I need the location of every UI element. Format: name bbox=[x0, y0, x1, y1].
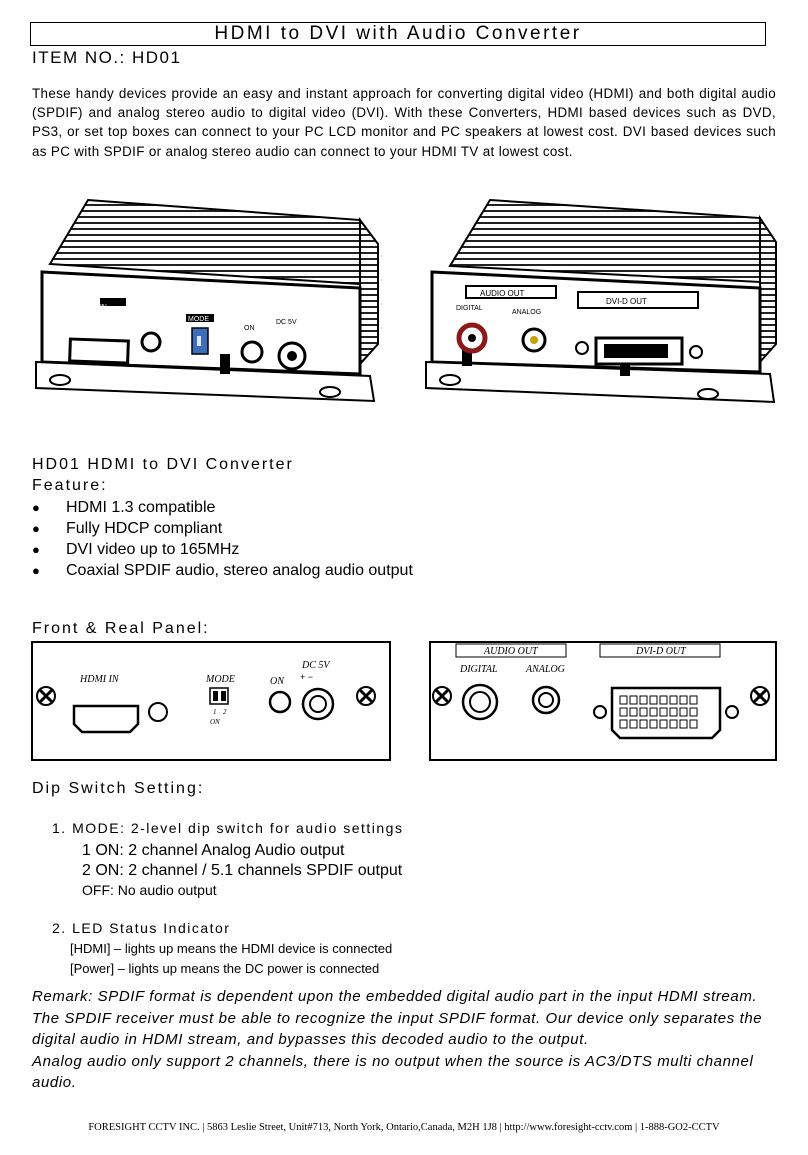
remark-block: Remark: SPDIF format is dependent upon t… bbox=[32, 986, 780, 1094]
screw-icon bbox=[432, 686, 452, 706]
dvi-pin bbox=[659, 695, 668, 705]
dvi-pin bbox=[669, 707, 678, 717]
dvi-pin bbox=[679, 707, 688, 717]
switch-1-label: 1 bbox=[213, 708, 217, 716]
front-label-on: ON bbox=[270, 676, 285, 687]
front-label-mode: MODE bbox=[205, 674, 235, 685]
dvi-pin bbox=[659, 707, 668, 717]
footer: FORESIGHT CCTV INC. | 5863 Leslie Street… bbox=[88, 1122, 720, 1133]
dvi-pin bbox=[659, 719, 668, 729]
document-title: HDMI to DVI with Audio Converter bbox=[30, 22, 766, 46]
feature-item: DVI video up to 165MHz bbox=[32, 539, 413, 560]
item-number: ITEM NO.: HD01 bbox=[32, 48, 182, 67]
rear-label-audio-out: AUDIO OUT bbox=[483, 646, 539, 657]
dvi-pin bbox=[689, 707, 698, 717]
photo-label-hdmi: HDMI IN bbox=[80, 304, 107, 311]
feature-list: HDMI 1.3 compatible Fully HDCP compliant… bbox=[32, 497, 413, 581]
dvi-pin bbox=[639, 707, 648, 717]
led-power: [Power] – lights up means the DC power i… bbox=[70, 961, 380, 976]
dvi-pin bbox=[649, 695, 658, 705]
dvi-pin bbox=[629, 695, 638, 705]
dvi-pin bbox=[649, 719, 658, 729]
photo-label-on: ON bbox=[244, 325, 255, 332]
screw-icon bbox=[36, 686, 56, 706]
model-heading: HD01 HDMI to DVI Converter bbox=[32, 456, 294, 473]
photo-label-analog: ANALOG bbox=[512, 309, 541, 316]
dvi-pin bbox=[689, 695, 698, 705]
device-photo-front: HDMI IN MODE ON DC 5V bbox=[35, 198, 379, 403]
led-hdmi: [HDMI] – lights up means the HDMI device… bbox=[70, 941, 393, 956]
photo-label-audio-out: AUDIO OUT bbox=[480, 289, 525, 298]
remark-paragraph-2: Analog audio only support 2 channels, th… bbox=[32, 1052, 754, 1092]
photo-label-dvi-out: DVI-D OUT bbox=[606, 297, 647, 306]
dip-switch-heading: Dip Switch Setting: bbox=[32, 780, 205, 797]
rear-panel-diagram: AUDIO OUT DVI-D OUT DIGITAL ANALOG bbox=[429, 641, 777, 761]
dvi-pin bbox=[639, 719, 648, 729]
dvi-pin bbox=[619, 719, 628, 729]
front-label-dc: DC 5V bbox=[301, 660, 331, 671]
dvi-pin bbox=[689, 719, 698, 729]
dvi-pin bbox=[649, 707, 658, 717]
photo-label-mode: MODE bbox=[188, 316, 209, 323]
rear-label-dvi-out: DVI-D OUT bbox=[635, 646, 687, 657]
feature-item: HDMI 1.3 compatible bbox=[32, 497, 413, 518]
screw-icon bbox=[750, 686, 770, 706]
dvi-pin bbox=[629, 707, 638, 717]
feature-heading: Feature: bbox=[32, 477, 108, 494]
dip-setting-off: OFF: No audio output bbox=[82, 882, 217, 898]
front-panel-diagram: HDMI IN MODE 1 2 ON ON DC 5V + − bbox=[31, 641, 391, 761]
screw-icon bbox=[356, 686, 376, 706]
photo-label-digital: DIGITAL bbox=[456, 305, 483, 312]
dvi-pin bbox=[669, 719, 678, 729]
led-heading: 2. LED Status Indicator bbox=[52, 920, 231, 936]
intro-paragraph: These handy devices provide an easy and … bbox=[32, 86, 776, 159]
dvi-pin bbox=[639, 695, 648, 705]
dip-mode-line: 1. MODE: 2-level dip switch for audio se… bbox=[52, 820, 404, 836]
photo-label-dc: DC 5V bbox=[276, 319, 297, 326]
dvi-pin bbox=[679, 719, 688, 729]
feature-item: Fully HDCP compliant bbox=[32, 518, 413, 539]
front-label-polarity: + − bbox=[300, 672, 313, 682]
dvi-pin bbox=[679, 695, 688, 705]
dvi-pin bbox=[629, 719, 638, 729]
device-photo-rear: AUDIO OUT DVI-D OUT DIGITAL ANALOG bbox=[425, 198, 777, 404]
dvi-pin bbox=[669, 695, 678, 705]
dvi-pin bbox=[619, 695, 628, 705]
front-label-hdmi-in: HDMI IN bbox=[79, 674, 120, 685]
dip-setting-2: 2 ON: 2 channel / 5.1 channels SPDIF out… bbox=[82, 862, 403, 879]
panel-heading: Front & Real Panel: bbox=[32, 620, 210, 637]
dip-setting-1: 1 ON: 2 channel Analog Audio output bbox=[82, 842, 345, 859]
feature-item: Coaxial SPDIF audio, stereo analog audio… bbox=[32, 560, 413, 581]
switch-2-label: 2 bbox=[223, 708, 227, 716]
remark-paragraph: Remark: SPDIF format is dependent upon t… bbox=[32, 988, 763, 1048]
switch-on-label: ON bbox=[210, 718, 220, 726]
dvi-pin bbox=[619, 707, 628, 717]
rear-label-analog: ANALOG bbox=[525, 664, 565, 675]
rear-label-digital: DIGITAL bbox=[459, 664, 498, 675]
